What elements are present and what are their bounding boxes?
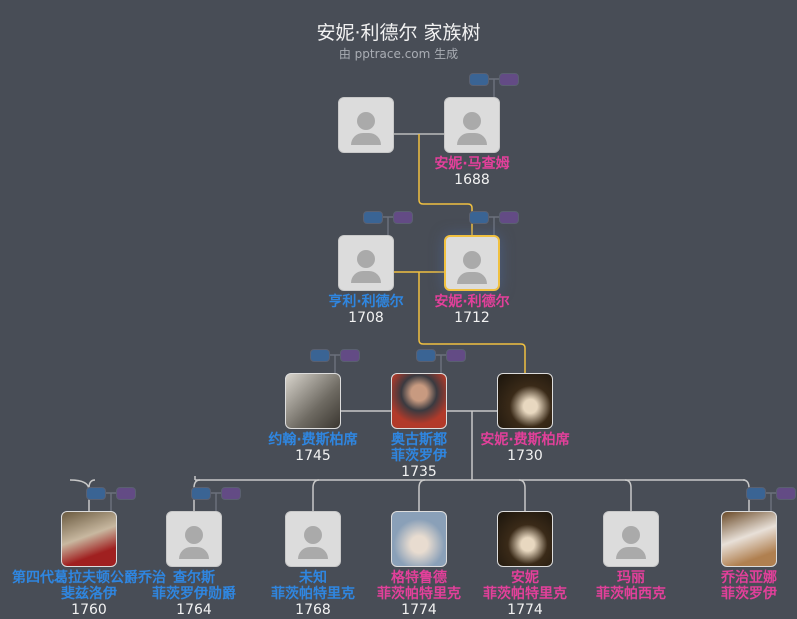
lineage-line bbox=[418, 134, 473, 235]
expand-father-parents-button[interactable] bbox=[746, 487, 766, 500]
person-icon-body bbox=[616, 547, 646, 559]
badge-connector bbox=[211, 492, 221, 511]
person-name[interactable]: 菲茨帕特里克 bbox=[483, 586, 567, 602]
person-birth-year: 1745 bbox=[295, 448, 331, 464]
child-line bbox=[418, 479, 426, 511]
person-icon-body bbox=[179, 547, 209, 559]
badge-connector bbox=[489, 78, 499, 97]
badge-connector bbox=[436, 354, 446, 373]
person-name[interactable]: 斐兹洛伊 bbox=[61, 586, 117, 602]
expand-mother-parents-button[interactable] bbox=[499, 73, 519, 86]
person-birth-year: 1712 bbox=[454, 310, 490, 326]
person-portrait[interactable] bbox=[61, 511, 117, 567]
person-name[interactable]: 菲茨罗伊 bbox=[721, 586, 777, 602]
person-avatar-placeholder[interactable] bbox=[603, 511, 659, 567]
child-line bbox=[518, 479, 526, 511]
person-portrait[interactable] bbox=[391, 373, 447, 429]
person-name[interactable]: 亨利·利德尔 bbox=[328, 294, 404, 310]
badge-connector bbox=[766, 492, 776, 511]
expand-mother-parents-button[interactable] bbox=[340, 349, 360, 362]
person-icon-head bbox=[357, 112, 375, 130]
person-birth-year: 1735 bbox=[401, 464, 437, 480]
person-icon-head bbox=[185, 526, 203, 544]
expand-father-parents-button[interactable] bbox=[416, 349, 436, 362]
person-icon-head bbox=[622, 526, 640, 544]
lineage-line bbox=[418, 272, 526, 373]
person-icon-body bbox=[351, 271, 381, 283]
person-portrait[interactable] bbox=[497, 373, 553, 429]
person-name[interactable]: 奥古斯都 bbox=[391, 432, 447, 448]
person-birth-year: 1688 bbox=[454, 172, 490, 188]
sibling-bar bbox=[194, 476, 745, 481]
person-avatar-placeholder[interactable] bbox=[338, 97, 394, 153]
page-subtitle: 由 pptrace.com 生成 bbox=[338, 47, 459, 61]
person-icon-body bbox=[457, 133, 487, 145]
person-name[interactable]: 安妮·费斯柏席 bbox=[480, 432, 570, 448]
child-line bbox=[312, 479, 320, 511]
expand-mother-parents-button[interactable] bbox=[446, 349, 466, 362]
expand-mother-parents-button[interactable] bbox=[499, 211, 519, 224]
expand-father-parents-button[interactable] bbox=[310, 349, 330, 362]
person-name[interactable]: 菲茨帕特里克 bbox=[271, 586, 355, 602]
person-name[interactable]: 菲茨罗伊 bbox=[391, 448, 447, 464]
person-birth-year: 1774 bbox=[507, 602, 543, 618]
person-name[interactable]: 菲茨帕特里克 bbox=[377, 586, 461, 602]
person-icon-head bbox=[463, 251, 481, 269]
person-avatar-placeholder[interactable] bbox=[338, 235, 394, 291]
person-name[interactable]: 乔治亚娜 bbox=[721, 570, 777, 586]
badge-connector bbox=[383, 216, 393, 235]
person-icon-head bbox=[304, 526, 322, 544]
person-name[interactable]: 约翰·费斯柏席 bbox=[268, 432, 358, 448]
person-birth-year: 1764 bbox=[176, 602, 212, 618]
person-birth-year: 1730 bbox=[507, 448, 543, 464]
person-name[interactable]: 菲茨罗伊勋爵 bbox=[152, 586, 236, 602]
expand-mother-parents-button[interactable] bbox=[776, 487, 796, 500]
person-name[interactable]: 玛丽 bbox=[617, 570, 645, 586]
person-avatar-placeholder[interactable] bbox=[166, 511, 222, 567]
person-portrait[interactable] bbox=[721, 511, 777, 567]
badge-connector bbox=[106, 492, 116, 511]
person-birth-year: 1768 bbox=[295, 602, 331, 618]
person-name[interactable]: 查尔斯 bbox=[173, 570, 215, 586]
person-avatar-placeholder[interactable] bbox=[444, 235, 500, 291]
expand-mother-parents-button[interactable] bbox=[393, 211, 413, 224]
expand-mother-parents-button[interactable] bbox=[221, 487, 241, 500]
person-name[interactable]: 未知 bbox=[299, 570, 327, 586]
expand-father-parents-button[interactable] bbox=[469, 211, 489, 224]
person-avatar-placeholder[interactable] bbox=[444, 97, 500, 153]
expand-father-parents-button[interactable] bbox=[363, 211, 383, 224]
person-icon-head bbox=[357, 250, 375, 268]
person-name[interactable]: 安妮·利德尔 bbox=[434, 294, 510, 310]
expand-father-parents-button[interactable] bbox=[469, 73, 489, 86]
person-birth-year: 1708 bbox=[348, 310, 384, 326]
person-birth-year: 1774 bbox=[401, 602, 437, 618]
person-icon-body bbox=[351, 133, 381, 145]
person-name[interactable]: 格特鲁德 bbox=[391, 570, 447, 586]
expand-mother-parents-button[interactable] bbox=[116, 487, 136, 500]
person-icon-body bbox=[457, 272, 487, 284]
expand-father-parents-button[interactable] bbox=[191, 487, 211, 500]
person-name[interactable]: 安妮 bbox=[511, 570, 539, 586]
person-portrait[interactable] bbox=[391, 511, 447, 567]
person-portrait[interactable] bbox=[285, 373, 341, 429]
person-portrait[interactable] bbox=[497, 511, 553, 567]
person-name[interactable]: 第四代葛拉夫顿公爵乔治 bbox=[12, 570, 166, 586]
child-line bbox=[624, 479, 632, 511]
person-icon-head bbox=[463, 112, 481, 130]
page-title: 安妮·利德尔 家族树 bbox=[316, 22, 481, 44]
person-name[interactable]: 菲茨帕西克 bbox=[596, 586, 666, 602]
badge-connector bbox=[489, 216, 499, 235]
badge-connector bbox=[330, 354, 340, 373]
person-icon-body bbox=[298, 547, 328, 559]
expand-father-parents-button[interactable] bbox=[86, 487, 106, 500]
person-birth-year: 1760 bbox=[71, 602, 107, 618]
person-name[interactable]: 安妮·马查姆 bbox=[434, 156, 510, 172]
person-avatar-placeholder[interactable] bbox=[285, 511, 341, 567]
